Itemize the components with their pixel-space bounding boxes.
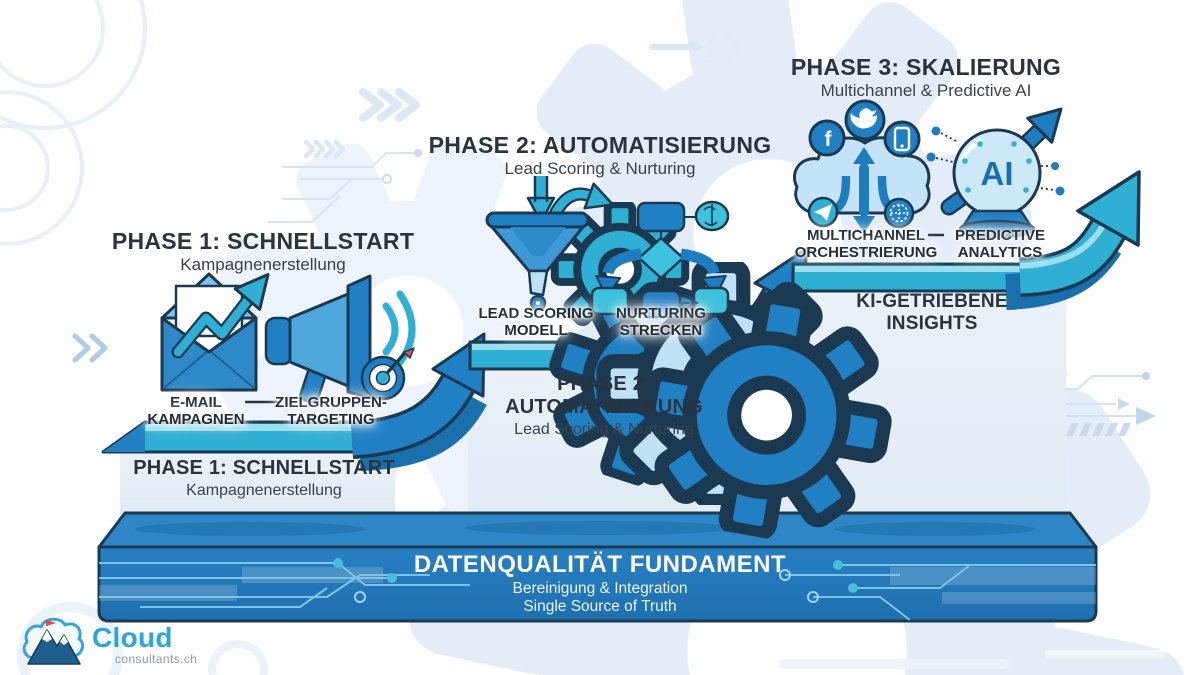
multichannel-label: MULTICHANNEL ORCHESTRIERUNG [794,227,938,261]
cloud-mountain-logo [22,617,85,665]
phase2-title: PHASE 2: AUTOMATISIERUNG [428,132,772,158]
arrow-rise-1 [350,332,487,471]
brand-name: Cloud [92,622,173,653]
platform-circuit-decoration [99,558,1096,621]
phase2-pillar-line3: Lead Scoring & Nurturing [514,421,694,438]
ki-insights-line1: KI-GETRIEBENE [856,291,1008,312]
ki-insights-line2: INSIGHTS [886,313,978,334]
email-campaign-icon [160,272,270,392]
arrow-chevrons-top-center [649,30,742,64]
brand-logo: Cloud consultants.ch [20,614,250,672]
phase1-pillar-subtitle: Kampagnenerstellung [186,482,342,499]
phase2-subtitle: Lead Scoring & Nurturing [504,159,696,178]
ai-label: AI [981,155,1014,192]
lead-scoring-funnel-icon [485,176,903,551]
brand-domain: consultants.ch [115,652,198,666]
bottom-decor [17,602,1165,675]
audience-targeting-icon [264,274,416,404]
phase3-title: PHASE 3: SKALIERUNG [790,54,1062,80]
lead-scoring-label: LEAD SCORING MODELL [478,305,594,339]
predictive-analytics-icon: AI [926,107,1065,239]
nurturing-flowchart-icon [590,200,730,319]
email-campaigns-label: E-MAIL KAMPAGNEN [147,394,245,428]
foundation-line2: Single Source of Truth [523,598,677,615]
multichannel-orchestration-icon: f [793,99,931,233]
phase1-subtitle: Kampagnenerstellung [180,255,346,274]
predictive-label: PREDICTIVE ANALYTICS [954,227,1046,261]
phase1-pillar [120,448,395,516]
arrow-band-phase3 [791,262,1060,293]
smartphone-icon [883,120,921,158]
foundation-title: DATENQUALITÄT FUNDAMENT [413,551,787,578]
foundation-line1: Bereinigung & Integration [512,580,688,597]
circuit-top-left [268,149,422,223]
chevrons-small-left [303,139,346,159]
nurturing-label: NURTURING STRECKEN [616,305,706,339]
phase1-title: PHASE 1: SCHNELLSTART [111,228,415,254]
audience-targeting-label: ZIELGRUPPEN- TARGETING [275,394,387,428]
chevrons-left-edge [72,333,108,363]
phase3-subtitle: Multichannel & Predictive AI [820,81,1032,100]
phase1-pillar-title: PHASE 1: SCHNELLSTART [133,457,395,479]
phase2-pillar-line1: PHASE 2: [557,373,651,395]
phase2-pillar-line2: AUTOMATISIERUNG [505,396,703,418]
arrow-final-rise [1005,170,1141,310]
facebook-letter: f [825,128,833,151]
chevrons-top-left [359,88,420,122]
facebook-icon [808,119,846,157]
